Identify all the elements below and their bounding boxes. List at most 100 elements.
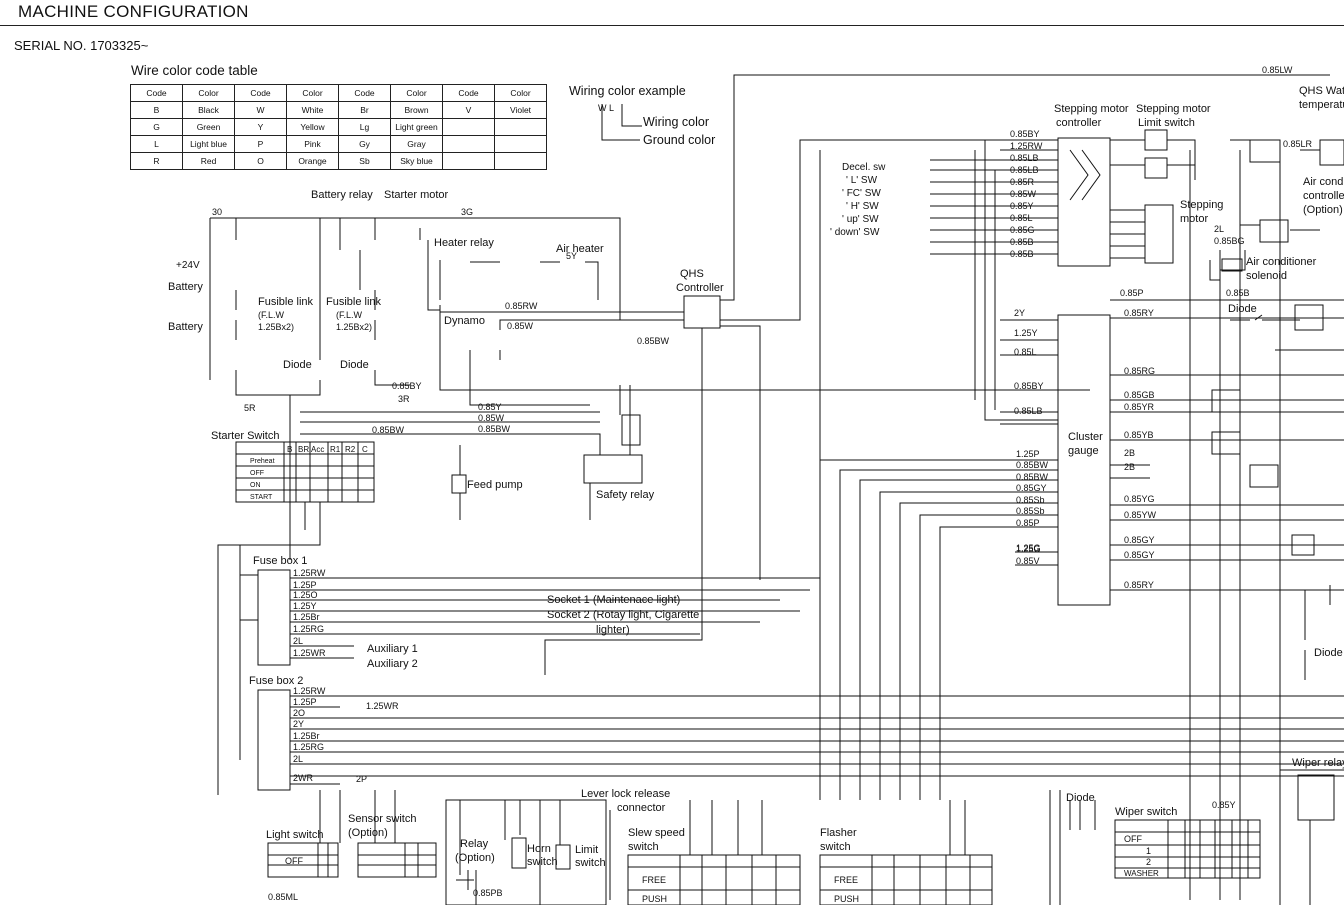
fuse-box-2-wire: 1.25Br xyxy=(293,731,320,741)
fuse-box-1-wire: 1.25P xyxy=(293,580,317,590)
wire-label: 5R xyxy=(244,403,256,413)
fuse-box-1-wire: 1.25O xyxy=(293,590,318,600)
cluster-left-wire: 0.85BW xyxy=(1016,460,1049,470)
air-cond-label: Air condi xyxy=(1303,176,1344,188)
auxiliary-2-label: Auxiliary 2 xyxy=(367,658,418,670)
diode-3-label: Diode xyxy=(1228,303,1257,315)
wire-label: 0.85ML xyxy=(268,892,298,902)
cluster-left-wire: 1.25G xyxy=(1016,543,1041,553)
cluster-right-wire: 0.85YG xyxy=(1124,494,1155,504)
starter-motor-label: Starter motor xyxy=(384,189,449,201)
mid-wire-label: 0.85W xyxy=(478,413,505,423)
mid-wire-label: 0.85BW xyxy=(372,425,405,435)
starter-switch-col: R1 xyxy=(330,445,341,454)
cluster-right-wire: 0.85RY xyxy=(1124,580,1154,590)
starter-switch-label: Starter Switch xyxy=(211,430,279,442)
feed-pump-label: Feed pump xyxy=(467,479,523,491)
wire-label: 2P xyxy=(356,774,367,784)
wire-label: 5Y xyxy=(566,251,577,261)
air-cond-label-2: controlle xyxy=(1303,190,1344,202)
flasher-label: Flasher xyxy=(820,827,857,839)
wire-label: 3G xyxy=(461,207,473,217)
cluster-left-wire: 0.85GY xyxy=(1016,483,1047,493)
page-title: MACHINE CONFIGURATION xyxy=(18,2,249,21)
cluster-right-wire: 0.85GY xyxy=(1124,550,1155,560)
fuse-box-2-label: Fuse box 2 xyxy=(249,675,303,687)
decel-sw-label: Decel. sw xyxy=(842,162,886,173)
wire-label: 0.85B xyxy=(1226,288,1250,298)
fuse-box-2-wire: 2O xyxy=(293,708,305,718)
wiper-washer: WASHER xyxy=(1124,869,1159,878)
cluster-left-wire: 0.85BW xyxy=(1016,472,1049,482)
starter-switch-row: OFF xyxy=(250,470,264,477)
starter-switch-col: BR xyxy=(298,445,309,454)
starter-switch-row: START xyxy=(250,494,273,501)
sensor-switch-label: Sensor switch xyxy=(348,813,416,825)
fuse-box-1-wire: 1.25WR xyxy=(293,648,326,658)
qhs-controller-label: QHS xyxy=(680,268,704,280)
wiper-off: OFF xyxy=(1124,834,1142,844)
wire-label: 1.25WR xyxy=(366,701,399,711)
cluster-left-wire: 0.85Sb xyxy=(1016,506,1045,516)
fuse-box-1-wire: 1.25RW xyxy=(293,568,326,578)
diode-1-label: Diode xyxy=(283,359,312,371)
cluster-left-wire: 0.85P xyxy=(1016,518,1040,528)
l-sw-label: ' L' SW xyxy=(846,175,878,186)
fuse-box-2-wire: 1.25RG xyxy=(293,742,324,752)
stepping-limit-label: Stepping motor xyxy=(1136,103,1211,115)
qhs-water-label: QHS Wate xyxy=(1299,85,1344,97)
wiper-relay-label: Wiper relay xyxy=(1292,757,1344,769)
wire-labels: Wiring color example W L Wiring color Gr… xyxy=(168,65,1344,904)
h-sw-label: ' H' SW xyxy=(846,201,879,212)
horn-switch-label-2: switch xyxy=(527,856,558,868)
cluster-gauge-label: Cluster xyxy=(1068,431,1103,443)
lever-lock-label-2: connector xyxy=(617,802,666,814)
battery-2-label: Battery xyxy=(168,321,203,333)
wiring-example-letters: W L xyxy=(598,103,614,113)
limit-switch-label-2: switch xyxy=(575,857,606,869)
cluster-left-wire: 0.85Sb xyxy=(1016,495,1045,505)
starter-switch-col: B xyxy=(287,445,292,454)
fuse-box-2-wire: 1.25P xyxy=(293,697,317,707)
fuse-box-1-label: Fuse box 1 xyxy=(253,555,307,567)
color-table-cell xyxy=(494,152,547,170)
cluster-right-wire: 0.85YB xyxy=(1124,430,1154,440)
stepping-motor-label-2: motor xyxy=(1180,213,1208,225)
stepping-controller-label-2: controller xyxy=(1056,117,1102,129)
mid-wire-label: 0.85BW xyxy=(478,424,511,434)
controller-wire-label: 0.85B xyxy=(1010,249,1034,259)
ground-color-label: Ground color xyxy=(643,133,715,147)
socket-1-label: Socket 1 (Maintenace light) xyxy=(547,594,680,606)
qhs-water-label-2: temperatu xyxy=(1299,99,1344,111)
controller-wire-label: 0.85L xyxy=(1010,213,1033,223)
cluster-left-wire: 1.25P xyxy=(1016,449,1040,459)
wire-label: 1.25Y xyxy=(1014,328,1038,338)
dynamo-label: Dynamo xyxy=(444,315,485,327)
fusible-link-2-label: Fusible link xyxy=(326,296,382,308)
flasher-push-label: PUSH xyxy=(834,894,859,904)
fusible-link-1-sub: (F.L.W xyxy=(258,310,285,320)
light-switch-label: Light switch xyxy=(266,829,323,841)
fuse-box-2-wire: 2Y xyxy=(293,719,304,729)
fuse-box-1-wire: 1.25Y xyxy=(293,601,317,611)
header-rule xyxy=(0,25,1344,26)
air-cond-label-3: (Option) xyxy=(1303,204,1343,216)
cluster-right-wire: 2B xyxy=(1124,448,1135,458)
slew-free-label: FREE xyxy=(642,875,666,885)
starter-switch-col: C xyxy=(362,445,368,454)
wire-label: 2L xyxy=(1214,224,1224,234)
fuse-box-1-wire: 1.25RG xyxy=(293,624,324,634)
serial-number: SERIAL NO. 1703325~ xyxy=(14,38,149,53)
cluster-right-wire: 0.85YW xyxy=(1124,510,1157,520)
flasher-label-2: switch xyxy=(820,841,851,853)
cluster-right-wire: 0.85GB xyxy=(1124,390,1155,400)
color-table-cell: Red xyxy=(182,152,235,170)
wire-lines xyxy=(209,74,1344,905)
diode-5-label: Diode xyxy=(1066,792,1095,804)
controller-wire-label: 0.85W xyxy=(1010,189,1037,199)
wire-label: 0.85L xyxy=(1014,347,1037,357)
